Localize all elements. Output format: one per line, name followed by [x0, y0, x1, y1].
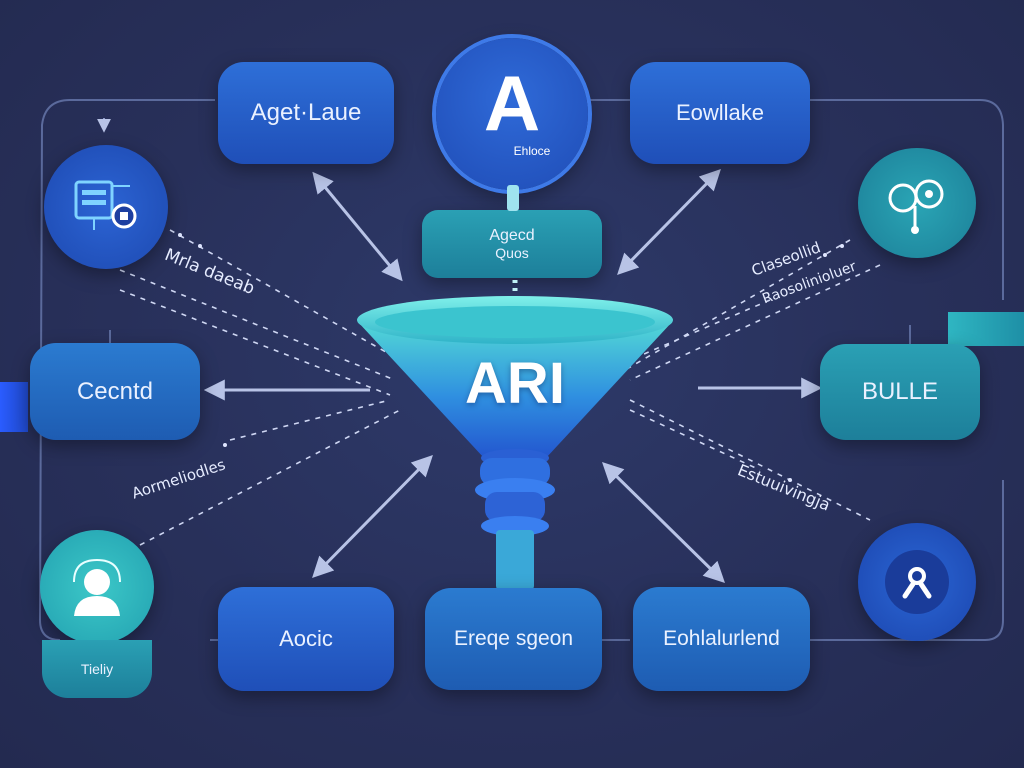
funnel: [357, 280, 673, 590]
arrow-bottom-right: [602, 462, 725, 583]
node-bottom-right[interactable]: Eohlalurlend: [633, 587, 810, 691]
node-bottom-left-caption-box: Tieliy: [42, 640, 152, 698]
dash-left-4: [139, 409, 401, 546]
node-top-left[interactable]: Aget·Laue: [218, 62, 394, 164]
dash-right-2: [629, 264, 881, 381]
node-left-mid-label: Cecntd: [76, 377, 154, 405]
node-bottom-left-avatar[interactable]: [40, 530, 154, 644]
arrow-bottom-left: [312, 455, 433, 578]
node-top-center-caption: Ehloce: [513, 144, 551, 158]
frame-line-top-left: [38, 99, 215, 641]
frame-line-bottom-right: [800, 480, 1004, 641]
node-bottom-center-label: Ereqe sgeon: [453, 627, 574, 650]
diagram-panel-icon: [74, 180, 137, 230]
dash-left-3: [119, 289, 391, 396]
node-right-mid-label: BULLE: [861, 378, 939, 405]
node-top-center[interactable]: A Ehloce: [436, 38, 588, 190]
user-badge-icon: [902, 567, 932, 599]
dash-right-4: [629, 399, 871, 521]
dash-right-5: [629, 409, 761, 471]
right-accent-bar: [948, 312, 1024, 346]
node-right-icon[interactable]: [858, 148, 976, 258]
connected-nodes-icon: [888, 179, 944, 234]
node-top-left-label: Aget·Laue: [250, 99, 362, 126]
node-top-right-label: Eowllake: [675, 100, 765, 125]
center-connector-stem: [507, 185, 519, 211]
node-top-center-letter: A: [483, 59, 541, 147]
node-center-small-line1: Agecd: [489, 227, 535, 244]
node-center-small[interactable]: Agecd Quos: [422, 210, 602, 278]
node-bottom-left[interactable]: Aocic: [218, 587, 394, 691]
node-bottom-right-icon[interactable]: [858, 523, 976, 641]
dash-left-1: [169, 229, 401, 361]
funnel-label: ARI: [465, 351, 565, 416]
arrow-top-left: [312, 171, 403, 282]
node-bottom-left-caption: Tieliy: [80, 661, 114, 677]
node-left-mid[interactable]: Cecntd: [30, 343, 200, 440]
dash-right-3: [629, 299, 771, 361]
node-bottom-center[interactable]: Ereqe sgeon: [425, 588, 602, 690]
node-bottom-right-label: Eohlalurlend: [663, 627, 780, 650]
left-accent-bar: [0, 382, 28, 432]
frame-line-top-right: [810, 99, 1004, 300]
person-avatar-icon: [73, 558, 121, 616]
node-right-mid[interactable]: BULLE: [820, 344, 980, 440]
node-bottom-left-label: Aocic: [279, 626, 333, 651]
node-center-small-line2: Quos: [495, 245, 529, 261]
node-top-right[interactable]: Eowllake: [630, 62, 810, 164]
node-left-icon[interactable]: [44, 145, 168, 269]
dash-left-2: [119, 269, 396, 381]
arrow-top-right: [617, 169, 721, 275]
